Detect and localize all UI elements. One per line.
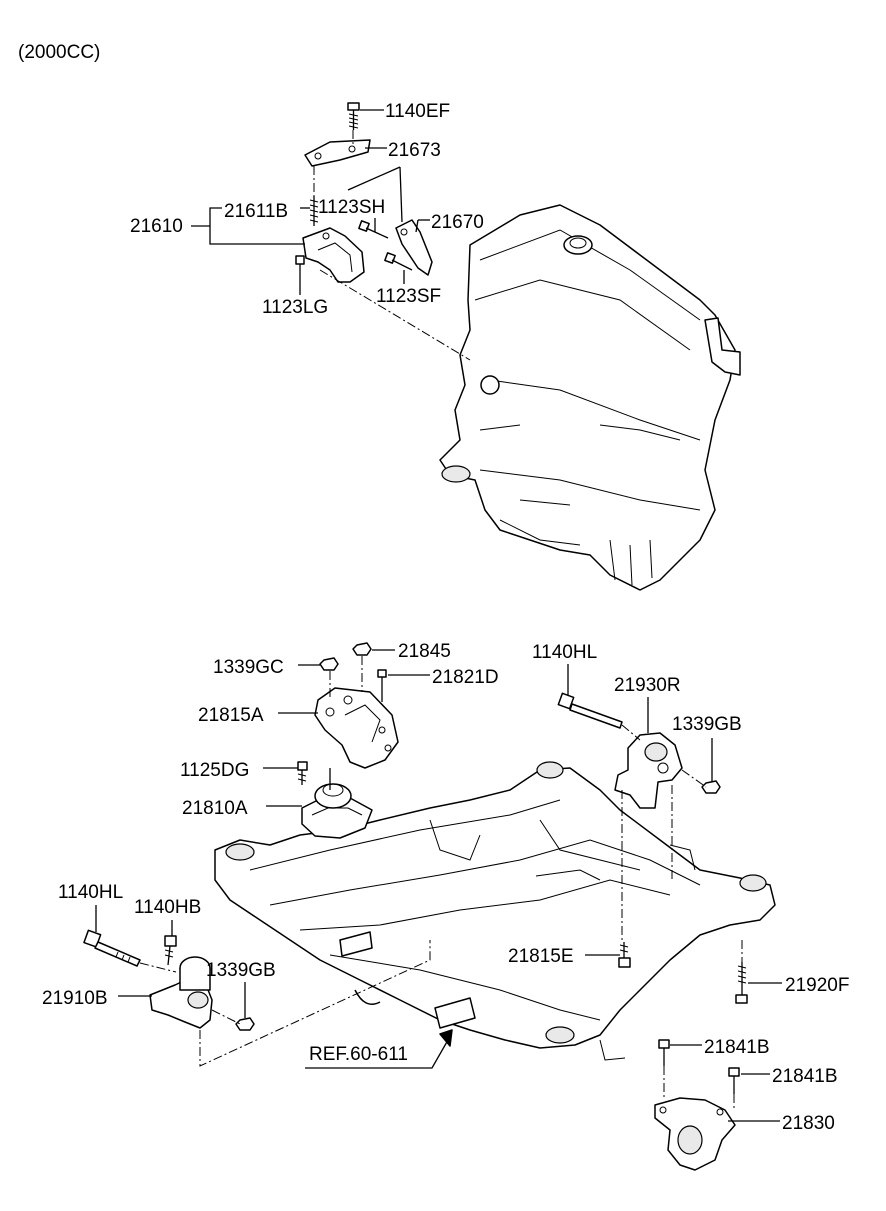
bolt-21841B-2-icon (728, 1067, 740, 1094)
bolt-1123LG-icon (295, 255, 305, 284)
bolt-21920F-icon (735, 962, 748, 1004)
mount-21910B (83, 929, 431, 1067)
label-21920F: 21920F (785, 975, 849, 996)
front-subframe (214, 761, 776, 1061)
label-21610: 21610 (130, 216, 183, 237)
label-1123SF: 1123SF (376, 286, 441, 307)
label-21810A: 21810A (182, 798, 248, 819)
bolt-21841B-1-icon (658, 1039, 670, 1066)
bolt-1123SF-icon (384, 252, 413, 271)
bracket-21670-icon (395, 219, 433, 276)
bolt-1140HB-icon (164, 935, 177, 966)
engine-block (439, 204, 741, 591)
nut-21845-icon (352, 642, 372, 656)
label-21841B-2: 21841B (772, 1066, 838, 1087)
label-1339GC: 1339GC (213, 657, 284, 678)
callouts: 1140EF 21673 21611B 1123SH 21670 21610 1… (42, 101, 849, 1134)
bolt-1140HL-left-icon (83, 929, 141, 967)
mount-21830 (654, 1039, 740, 1171)
label-1140HL-right: 1140HL (532, 642, 597, 663)
bracket-21673-icon (304, 139, 371, 167)
nut-1339GB-left-icon (235, 1017, 255, 1031)
upper-mount-assembly (295, 102, 471, 361)
label-21830: 21830 (782, 1113, 835, 1134)
label-1123LG: 1123LG (262, 297, 328, 318)
mount-21930R (557, 692, 748, 1004)
label-21930R: 21930R (614, 675, 681, 696)
label-1140HL-left: 1140HL (58, 882, 123, 903)
label-21670: 21670 (431, 212, 484, 233)
label-21611B: 21611B (224, 201, 288, 222)
label-21821D: 21821D (432, 667, 499, 688)
bolt-1125DG-icon (297, 761, 308, 785)
variant-label: (2000CC) (18, 42, 100, 63)
bolt-1123SH-icon (358, 220, 389, 239)
bolt-21815E-icon (618, 942, 631, 968)
stud-21611B-icon (309, 196, 319, 226)
label-1339GB-left: 1339GB (206, 960, 276, 981)
label-1140EF: 1140EF (385, 101, 450, 122)
label-21815A: 21815A (198, 705, 264, 726)
label-21845: 21845 (398, 641, 451, 662)
label-21841B-1: 21841B (704, 1037, 770, 1058)
label-21910B: 21910B (42, 988, 108, 1009)
mount-21930R-icon (614, 732, 683, 809)
label-ref[interactable]: REF.60-611 (309, 1044, 408, 1065)
mount-21610-icon (302, 227, 365, 283)
label-21673: 21673 (388, 140, 441, 161)
nut-1339GB-right-icon (701, 780, 721, 794)
engine-mount-21815A-21810A (297, 642, 399, 839)
nut-1339GC-icon (319, 657, 339, 671)
label-21815E: 21815E (508, 946, 574, 967)
bolt-1140EF-icon (347, 102, 360, 130)
label-1125DG: 1125DG (180, 760, 249, 781)
bracket-21815A-icon (314, 687, 399, 769)
label-1123SH: 1123SH (318, 197, 385, 218)
bolt-1140HL-right-icon (557, 692, 623, 729)
label-1339GB-right: 1339GB (672, 714, 742, 735)
bolt-21821D-icon (377, 669, 387, 702)
label-1140HB: 1140HB (134, 897, 201, 918)
